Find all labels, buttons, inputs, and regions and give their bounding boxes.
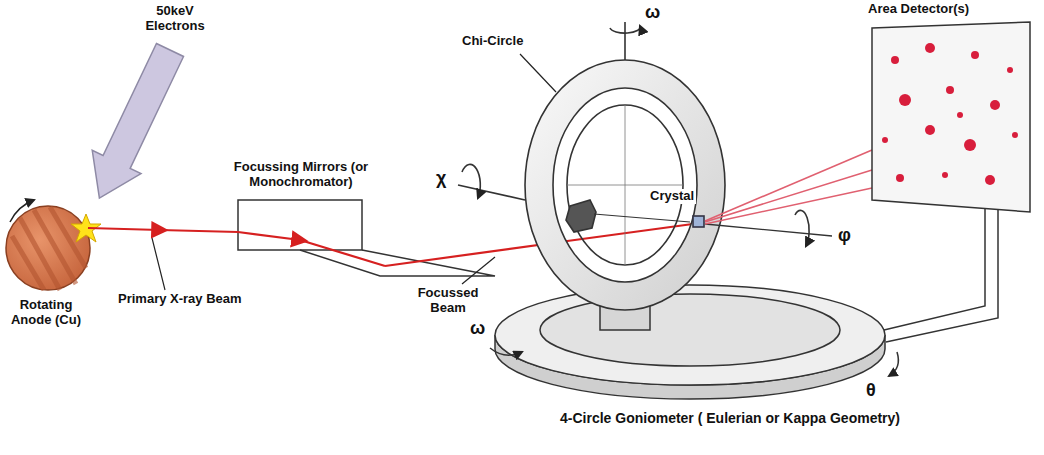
diffracted-beams — [705, 150, 872, 224]
source-label: 50keV Electrons — [135, 4, 215, 34]
part-label: Primary X-ray Beam — [118, 292, 242, 307]
axis-symbol: φ — [838, 225, 851, 246]
part-label: Area Detector(s) — [868, 2, 969, 17]
detector-stand — [884, 206, 998, 376]
part-label: Chi-Circle — [462, 34, 523, 49]
part-label: Focussing Mirrors (or Monochromator) — [226, 160, 376, 190]
axis-symbol: θ — [866, 380, 876, 401]
goniometer-base — [490, 285, 885, 399]
rotating-anode — [6, 200, 101, 290]
instrument-label: 4-Circle Goniometer ( Eulerian or Kappa … — [560, 410, 900, 426]
electron-beam-arrow — [75, 38, 194, 209]
area-detector — [872, 22, 1030, 212]
axis-symbol: χ — [436, 168, 446, 189]
leader-lines — [152, 54, 556, 290]
chi-circle — [458, 22, 832, 310]
part-label: Focussed Beam — [412, 286, 484, 316]
axis-symbol: ω — [645, 2, 660, 23]
focussing-mirrors — [238, 200, 495, 276]
axis-symbol: ω — [470, 318, 485, 339]
part-label: Rotating Anode (Cu) — [2, 298, 90, 328]
xray-beam — [88, 223, 700, 266]
part-label: Crystal — [648, 189, 696, 204]
